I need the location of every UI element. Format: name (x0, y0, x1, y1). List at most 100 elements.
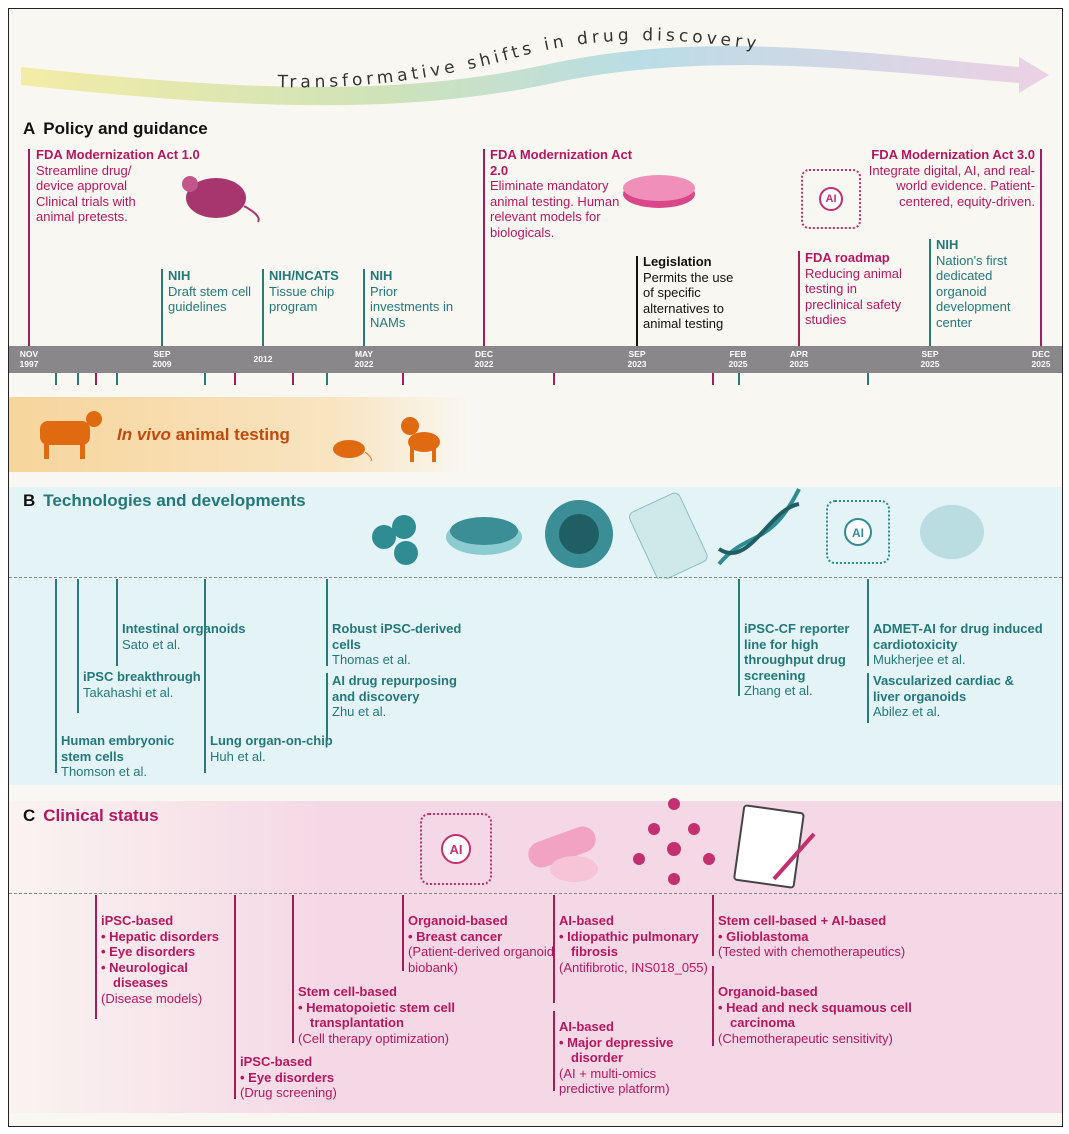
clinical-bullets: • Hematopoietic stem cell transplantatio… (298, 1000, 498, 1031)
timeline-year: 2023 (627, 359, 647, 369)
clinical-entry: iPSC-based• Hepatic disorders• Eye disor… (101, 913, 221, 1006)
in-vivo-label: In vivo animal testing (117, 425, 290, 444)
event-line (929, 239, 931, 346)
event-line (161, 269, 163, 346)
timeline-tick (326, 373, 328, 385)
bullet-text: Head and neck squamous cell carcinoma (726, 999, 912, 1031)
timeline-month: SEP (921, 349, 939, 359)
milestone-reference: Thomas et al. (332, 652, 411, 667)
bullet-text: Major depressive disorder (567, 1034, 674, 1066)
timeline-month: MAY (354, 349, 374, 359)
clinical-entry: AI-based• Idiopathic pulmonary fibrosis(… (559, 913, 709, 975)
milestone-title: Robust iPSC-derived cells (332, 621, 462, 652)
section-b-panel (9, 487, 1062, 785)
petri-dish-icon (623, 175, 695, 208)
clinical-note: (Tested with chemotherapeutics) (718, 944, 906, 959)
clinical-bullets: • Hepatic disorders• Eye disorders• Neur… (101, 929, 221, 991)
clinical-type: Organoid-based (718, 984, 818, 999)
clinical-note: (Drug screening) (240, 1085, 337, 1100)
ai-badge: AI (819, 187, 843, 211)
timeline-tick (867, 373, 869, 385)
milestone-line (738, 579, 740, 696)
milestone-line (204, 579, 206, 773)
clinical-bullet: • Breast cancer (408, 928, 503, 944)
bullet-text: Eye disorders (248, 1069, 335, 1085)
clinical-note: (Disease models) (101, 990, 203, 1006)
timeline-tick (738, 373, 740, 385)
timeline-tick (55, 373, 57, 385)
rat-icon (333, 440, 372, 462)
transformation-arrow: Transformative shifts in drug discovery (21, 25, 1049, 106)
bullet-text: Hepatic disorders (109, 928, 219, 944)
patient-network-icon (633, 798, 715, 885)
milestone-reference: Thomson et al. (61, 764, 147, 779)
cow-icon (40, 411, 102, 459)
timeline-month: NOV (19, 349, 39, 359)
section-b-divider (9, 577, 1062, 578)
clinical-bullets: • Head and neck squamous cell carcinoma (718, 1000, 918, 1031)
milestone-reference: Huh et al. (210, 748, 266, 764)
monkey-icon (401, 417, 440, 462)
clinical-note: (Chemotherapeutic sensitivity) (718, 1030, 893, 1046)
clinical-line (553, 1011, 555, 1091)
clinical-type: Stem cell-based (298, 984, 397, 999)
clinical-type: Organoid-based (408, 913, 508, 928)
clinical-type: iPSC-based (240, 1054, 313, 1069)
organ-chip-icon (629, 492, 708, 579)
milestone-title: Vascularized cardiac & liver organoids (873, 673, 1014, 704)
milestone-reference: Sato et al. (122, 636, 181, 652)
clinical-line (553, 895, 555, 1003)
timeline-year: 2009 (152, 359, 172, 369)
clinical-line (402, 895, 404, 971)
event-line (636, 256, 638, 346)
clinical-note: (AI + multi-omics predictive platform) (559, 1065, 670, 1097)
clinical-bullets: • Glioblastoma (718, 929, 938, 945)
clinical-line (234, 895, 236, 1099)
milestone-title: iPSC-CF reporter line for high throughpu… (744, 621, 850, 683)
bullet-text: Eye disorders (109, 944, 196, 959)
milestone-title: Intestinal organoids (122, 621, 246, 636)
timeline-month: SEP (153, 349, 171, 359)
clinical-note: (Antifibrotic, INS018_055) (559, 959, 708, 975)
clinical-note: (Cell therapy optimization) (298, 1030, 450, 1046)
milestone-reference: Takahashi et al. (83, 684, 174, 700)
timeline-year: 2012 (253, 354, 273, 364)
event-line (798, 251, 800, 346)
event-line (1040, 149, 1042, 346)
bullet-text: Neurological diseases (109, 959, 188, 991)
timeline-tick (116, 373, 118, 385)
clinical-bullets: • Idiopathic pulmonary fibrosis (559, 929, 709, 960)
clinical-note: (Patient-derived organoid biobank) (408, 944, 554, 975)
event-line (363, 269, 365, 346)
bullet-text: Idiopathic pulmonary fibrosis (567, 928, 699, 960)
clinical-type: AI-based (559, 1019, 614, 1034)
clinical-bullets: • Major depressive disorder (559, 1035, 709, 1066)
timeline-year: 2022 (474, 359, 494, 369)
clinical-entry: Organoid-based• Breast cancer(Patient-de… (408, 913, 558, 975)
technology-icons: AI (372, 488, 984, 579)
timeline-month: FEB (729, 349, 747, 359)
clinical-bullet: • Hematopoietic stem cell transplantatio… (298, 999, 455, 1031)
milestone-line (867, 673, 869, 723)
clinical-line (712, 966, 714, 1046)
clinical-type: iPSC-based (101, 913, 174, 928)
clinical-bullet: • Head and neck squamous cell carcinoma (718, 999, 912, 1031)
milestone-line (867, 579, 869, 666)
clinical-icons: AI (420, 798, 816, 889)
